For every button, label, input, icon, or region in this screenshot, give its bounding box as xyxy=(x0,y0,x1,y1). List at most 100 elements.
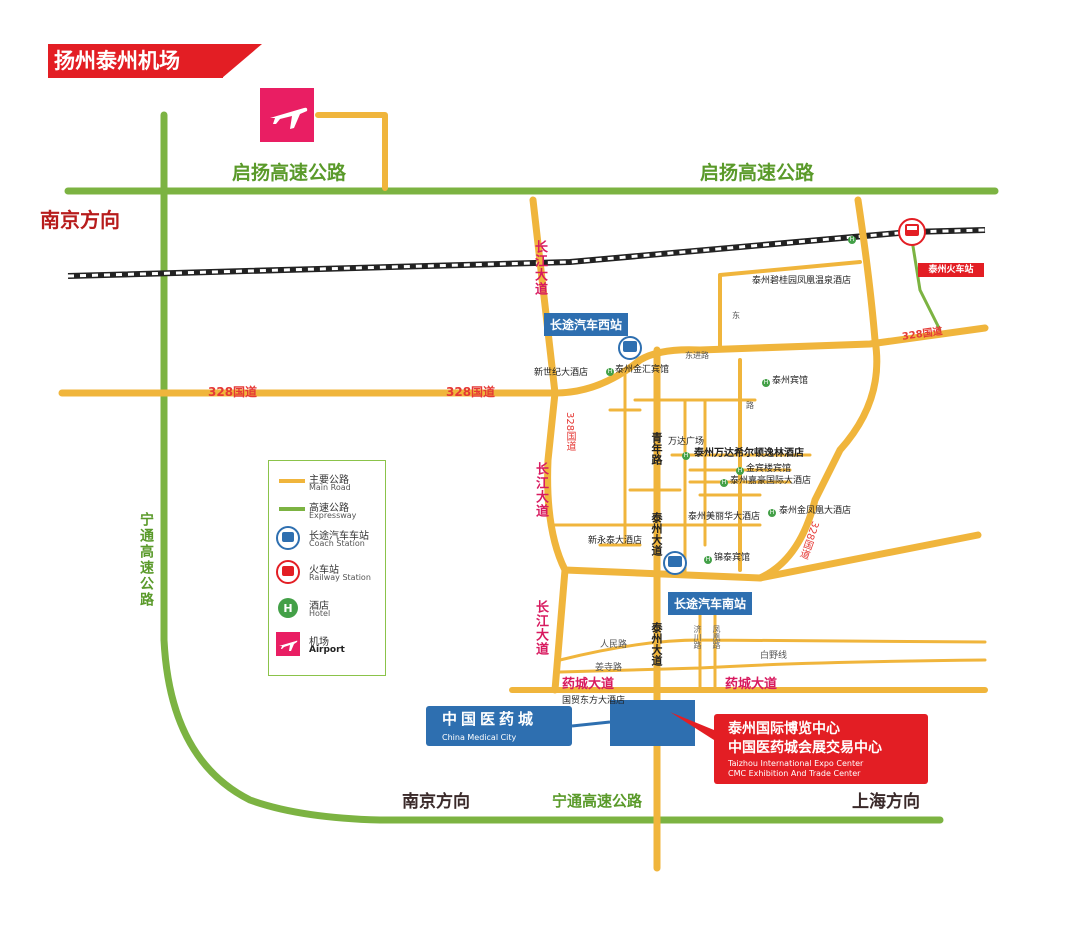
hotel-jintai[interactable]: 锦泰宾馆 xyxy=(714,553,751,563)
g328-label-left: 328国道 xyxy=(208,385,258,399)
direction-nanjing-bottom: 南京方向 xyxy=(402,792,470,812)
dongjin-road-label: 东进路 xyxy=(685,351,709,360)
svg-text:H: H xyxy=(283,602,292,615)
airport-name-banner: 扬州泰州机场 xyxy=(48,44,223,78)
hotel-jinfenghuang[interactable]: 泰州金凤凰大酒店 xyxy=(779,506,852,516)
coach-south-bus-icon[interactable] xyxy=(663,551,687,575)
qiyang-expressway-label-right: 启扬高速公路 xyxy=(700,162,815,184)
g328-road xyxy=(58,324,989,397)
hotel-jinhui[interactable]: 泰州金汇宾馆 xyxy=(615,365,670,375)
hotel-icon: H xyxy=(682,452,690,460)
ningtong-expressway xyxy=(160,111,944,824)
main-road-line-icon xyxy=(279,479,305,483)
north-local-roads xyxy=(718,260,862,572)
grid-streets xyxy=(553,373,762,577)
expo-name-en-1: Taizhou International Expo Center xyxy=(728,759,864,768)
cmc-name-en: China Medical City xyxy=(442,733,517,742)
hotel-icon: H xyxy=(736,467,744,475)
legend-label-en: Expressway xyxy=(309,511,357,520)
legend-label-cn: 高速公路 xyxy=(309,503,349,514)
yaocheng-label-right: 药城大道 xyxy=(725,677,778,692)
airport-banner-tail xyxy=(222,44,262,78)
coach-station-south-label[interactable]: 长途汽车南站 xyxy=(668,592,753,615)
changjiang-avenue xyxy=(529,196,569,694)
expo-name-cn-2: 中国医药城会展交易中心 xyxy=(728,740,882,756)
expressway-line-icon xyxy=(279,507,305,511)
hotel-icon: H xyxy=(768,509,776,517)
hotel-taizhou-binguan[interactable]: 泰州宾馆 xyxy=(772,376,809,386)
hotel-icon: H xyxy=(762,379,770,387)
hotel-xinyongtai[interactable]: 新永泰大酒店 xyxy=(588,536,643,546)
hotel-icon: H xyxy=(704,556,712,564)
qingnian-road-label: 青年路 xyxy=(650,432,663,465)
legend-label-cn: 长途汽车车站 xyxy=(309,531,369,542)
taizhou-avenue-label-1: 泰州大道 xyxy=(650,512,663,556)
east-ring-road xyxy=(756,196,881,582)
changjiang-label-1: 长江大道 xyxy=(532,240,547,296)
map-legend: 主要公路 Main Road 高速公路 Expressway 长途汽车车站 Co… xyxy=(268,460,386,676)
legend-label-cn: 酒店 xyxy=(309,601,329,612)
g328-label-mid: 328国道 xyxy=(446,385,496,399)
hotel-guomao[interactable]: 国贸东方大酒店 xyxy=(562,696,626,706)
legend-label-cn: 机场 xyxy=(309,637,329,648)
cmc-area-block xyxy=(610,700,695,746)
hotel-xinshiji[interactable]: 新世纪大酒店 xyxy=(534,368,589,378)
hotel-meilihua[interactable]: 泰州美丽华大酒店 xyxy=(688,512,761,522)
legend-label-en: Railway Station xyxy=(309,573,371,582)
bus-icon xyxy=(276,526,300,550)
legend-label-cn: 主要公路 xyxy=(309,475,349,486)
airport-link-road xyxy=(315,112,388,191)
legend-label-en: Airport xyxy=(309,645,345,655)
wanda-plaza-label[interactable]: 万达广场 xyxy=(668,437,705,447)
changjiang-label-3: 长江大道 xyxy=(533,600,548,656)
hotel-biguiyuan[interactable]: 泰州碧桂园凤凰温泉酒店 xyxy=(752,276,852,286)
hotel-jiahao[interactable]: 泰州嘉豪国际大酒店 xyxy=(730,476,812,486)
railway-station-label[interactable]: 泰州火车站 xyxy=(918,263,984,277)
hotel-wanda-hilton[interactable]: 泰州万达希尔顿逸林酒店 xyxy=(694,448,804,459)
expo-name-cn-1: 泰州国际博览中心 xyxy=(728,721,840,737)
direction-nanjing-top: 南京方向 xyxy=(40,208,120,232)
railway-station-icon[interactable] xyxy=(898,218,926,246)
airplane-icon xyxy=(276,632,300,656)
qiyang-expressway-label-left: 启扬高速公路 xyxy=(232,162,347,184)
main-road-network xyxy=(58,112,989,872)
ningtong-expressway-label-bottom: 宁通高速公路 xyxy=(552,792,643,810)
coach-station-west-label[interactable]: 长途汽车西站 xyxy=(544,313,629,336)
south-streets xyxy=(558,598,987,692)
ningtong-expressway-label-vertical: 宁通高速公路 xyxy=(138,512,154,608)
legend-label-cn: 火车站 xyxy=(309,565,339,576)
legend-label-en: Hotel xyxy=(309,609,331,618)
expo-pointer xyxy=(670,712,714,740)
legend-label-en: Main Road xyxy=(309,483,351,492)
taizhou-avenue-label-2: 泰州大道 xyxy=(650,622,663,666)
hotel-icon: H xyxy=(278,598,298,618)
expressway-network xyxy=(64,111,999,824)
expo-name-en-2: CMC Exhibition And Trade Center xyxy=(728,769,861,778)
hotel-jinbinlou[interactable]: 金宾楼宾馆 xyxy=(746,464,792,474)
railway-link-road xyxy=(910,239,942,331)
airplane-icon[interactable] xyxy=(260,88,314,142)
changjiang-label-2: 长江大道 xyxy=(533,462,548,518)
hotel-icon: H xyxy=(848,236,856,244)
lu-road-label: 路 xyxy=(746,401,754,410)
hotel-icon: H xyxy=(720,479,728,487)
expo-center-callout[interactable]: 泰州国际博览中心 中国医药城会展交易中心 Taizhou Internation… xyxy=(714,714,928,784)
baiye-road-label: 白野线 xyxy=(760,651,788,661)
yaocheng-label-left: 药城大道 xyxy=(562,677,615,692)
coach-west-bus-icon[interactable] xyxy=(618,336,642,360)
jichuan-road-label: 济川路 xyxy=(693,625,702,649)
legend-label-en: Coach Station xyxy=(309,539,365,548)
fenghuang-road-label: 凤凰路 xyxy=(712,625,721,649)
train-icon xyxy=(276,560,300,584)
south-ring-road xyxy=(561,531,982,582)
dong-road-label: 东 xyxy=(732,311,740,320)
railway-line xyxy=(67,227,986,279)
cmc-pointer xyxy=(571,720,611,728)
direction-shanghai: 上海方向 xyxy=(852,792,920,812)
cmc-name-cn: 中国医药城 xyxy=(442,710,538,728)
jiangsi-road-label: 姜寺路 xyxy=(595,663,623,673)
china-medical-city-callout[interactable]: 中国医药城 China Medical City xyxy=(426,706,572,746)
g328-label-vertical: 328国道 xyxy=(564,412,575,452)
renmin-road-label: 人民路 xyxy=(600,640,628,650)
